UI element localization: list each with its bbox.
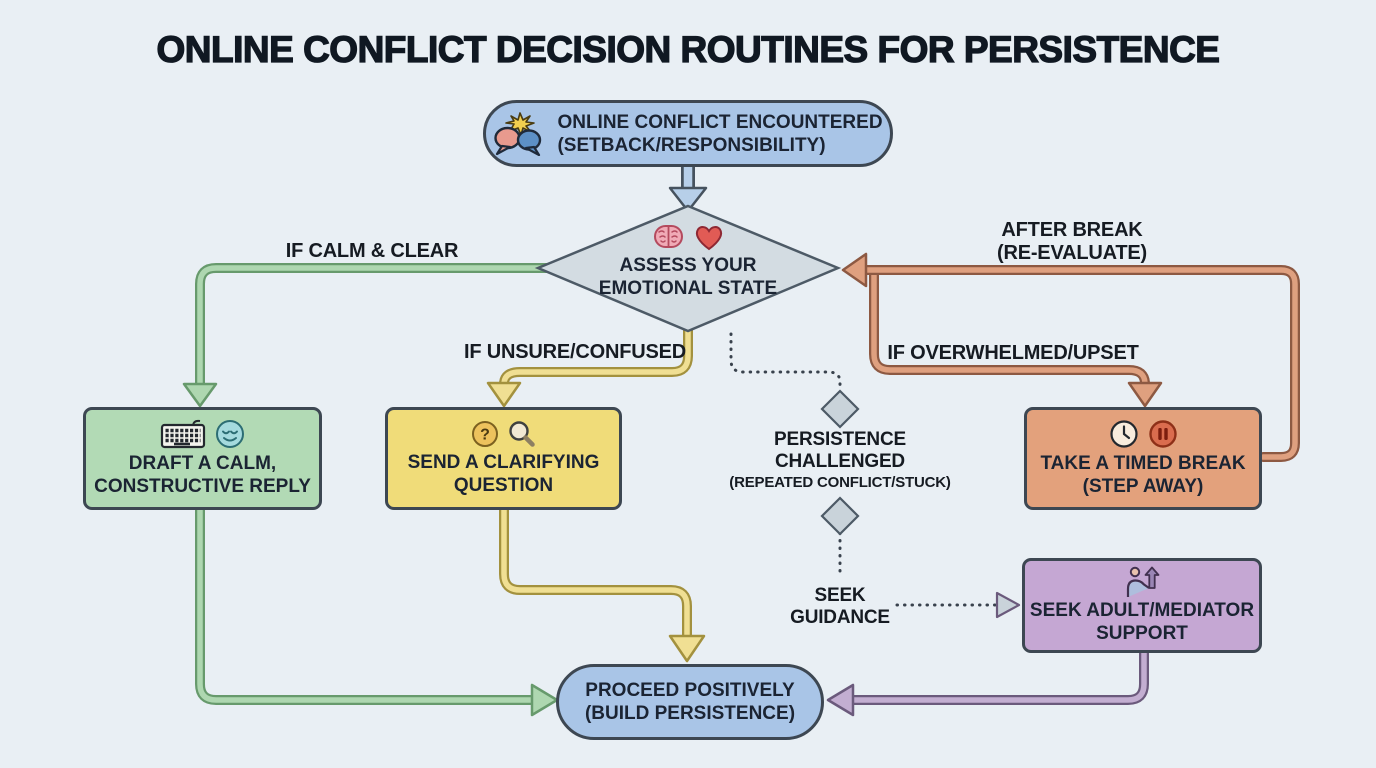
edge-label-line: (RE-EVALUATE): [997, 242, 1147, 264]
magnifier-icon: [508, 420, 536, 448]
heart-icon: [694, 223, 724, 251]
label-line: (REPEATED CONFLICT/STUCK): [729, 474, 951, 491]
clock-icon: [1109, 419, 1139, 449]
node-online-conflict-encountered: ONLINE CONFLICT ENCOUNTERED (SETBACK/RES…: [483, 100, 893, 167]
node-label: SEEK ADULT/MEDIATOR: [1029, 600, 1255, 621]
node-proceed-positively: PROCEED POSITIVELY (BUILD PERSISTENCE): [556, 664, 824, 740]
edge-label-if-calm-clear: IF CALM & CLEAR: [285, 240, 459, 262]
label-line: PERSISTENCE: [774, 429, 906, 450]
label-persistence-challenged: PERSISTENCE CHALLENGED (REPEATED CONFLIC…: [690, 429, 990, 492]
node-label: CONSTRUCTIVE REPLY: [94, 476, 311, 497]
node-draft-constructive-reply: DRAFT A CALM, CONSTRUCTIVE REPLY: [83, 407, 322, 510]
edge-label-after-break: AFTER BREAK (RE-EVALUATE): [952, 219, 1192, 265]
node-label: ASSESS YOUR: [619, 255, 757, 276]
edge-label-if-unsure-confused: IF UNSURE/CONFUSED: [464, 341, 686, 363]
node-label: SUPPORT: [1096, 623, 1188, 644]
node-label: (BUILD PERSISTENCE): [584, 703, 796, 724]
node-assess-emotional-state: ASSESS YOUR EMOTIONAL STATE: [578, 223, 798, 300]
node-take-timed-break: TAKE A TIMED BREAK (STEP AWAY): [1024, 407, 1262, 510]
edge-label-line: AFTER BREAK: [1001, 219, 1143, 241]
conflict-speech-bubbles-icon: [493, 111, 545, 156]
node-seek-adult-mediator-support: SEEK ADULT/MEDIATOR SUPPORT: [1022, 558, 1262, 653]
node-label: ONLINE CONFLICT ENCOUNTERED: [557, 111, 883, 133]
handshake-growth-icon: [1123, 566, 1161, 598]
node-label: QUESTION: [453, 475, 554, 496]
keyboard-icon: [160, 419, 206, 449]
edge-label-if-overwhelmed-upset: IF OVERWHELMED/UPSET: [887, 342, 1139, 364]
node-label: EMOTIONAL STATE: [598, 278, 778, 299]
label-seek-guidance: SEEK GUIDANCE: [740, 585, 940, 629]
node-label: (STEP AWAY): [1082, 476, 1204, 497]
page-title: ONLINE CONFLICT DECISION ROUTINES FOR PE…: [156, 28, 1221, 70]
question-mark-icon: ?: [471, 420, 499, 448]
node-send-clarifying-question: ? SEND A CLARIFYING QUESTION: [385, 407, 622, 510]
pause-icon: [1148, 419, 1178, 449]
brain-icon: [653, 223, 685, 251]
node-label: DRAFT A CALM,: [128, 453, 277, 474]
calm-face-icon: [215, 419, 245, 449]
label-line: GUIDANCE: [790, 607, 890, 628]
node-label: PROCEED POSITIVELY: [585, 680, 795, 701]
label-line: SEEK: [814, 585, 866, 606]
node-label: TAKE A TIMED BREAK: [1040, 453, 1246, 474]
node-label: SEND A CLARIFYING: [407, 452, 600, 473]
node-label: (SETBACK/RESPONSIBILITY): [557, 134, 826, 156]
label-line: CHALLENGED: [775, 451, 905, 472]
svg-text:?: ?: [480, 427, 490, 444]
